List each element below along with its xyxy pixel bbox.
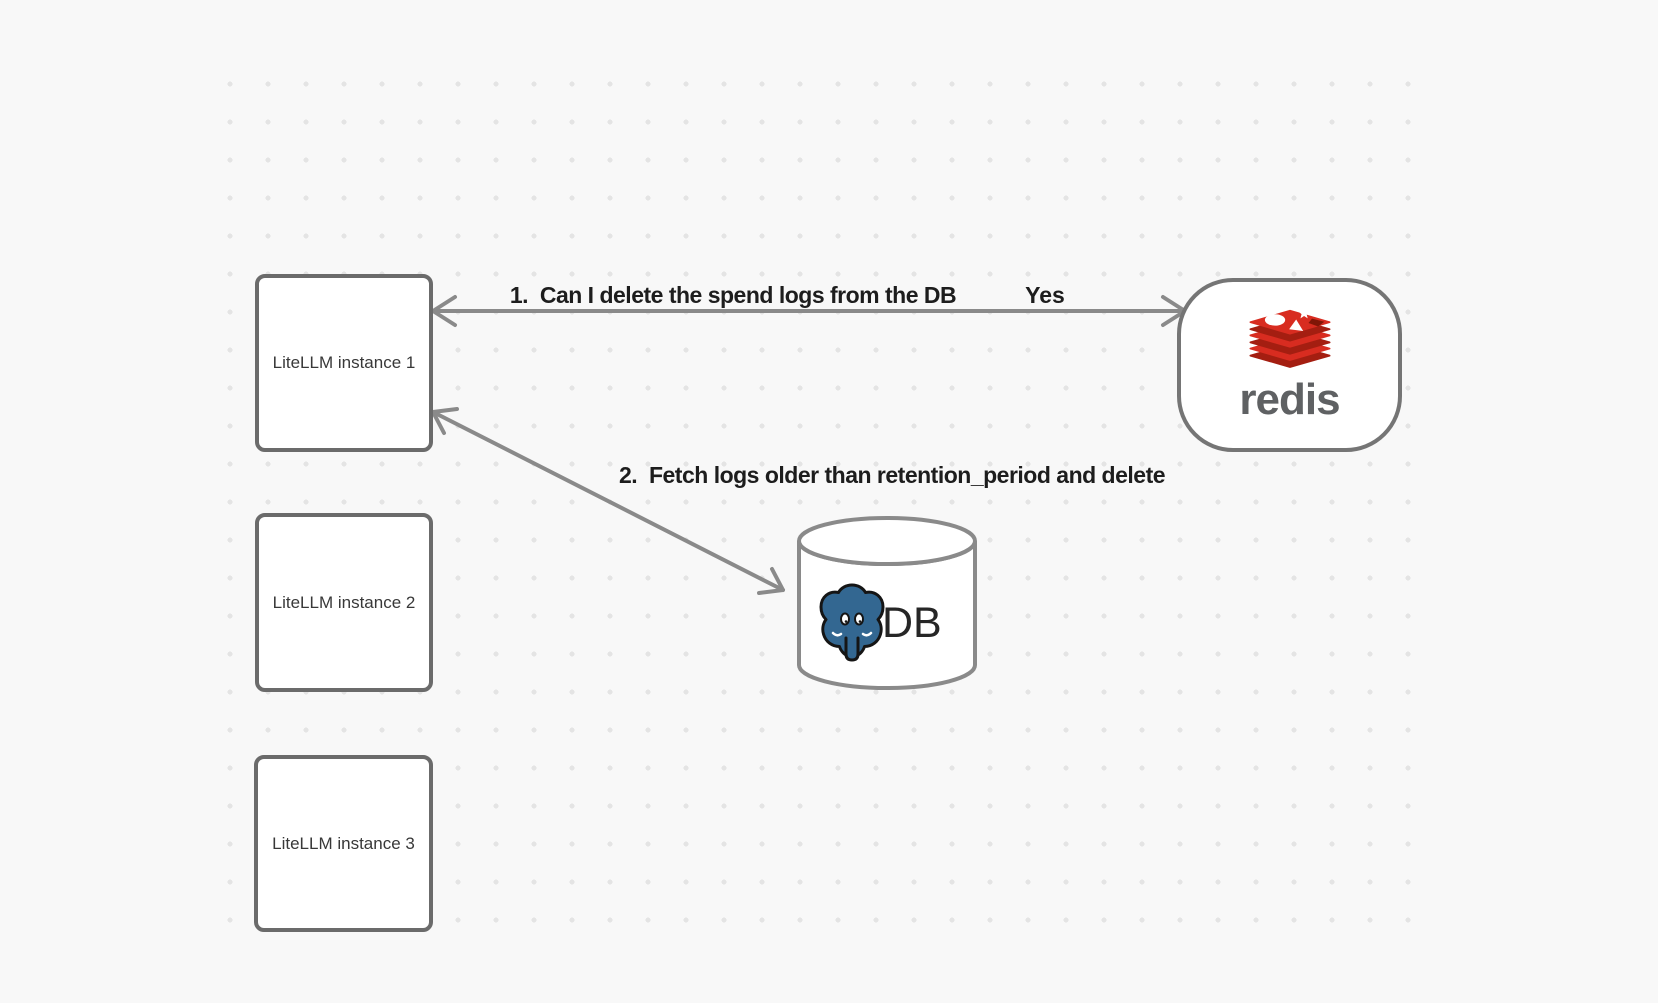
redis-stack-icon: [1249, 307, 1330, 368]
node-label: LiteLLM instance 1: [272, 353, 416, 372]
node-litellm-instance-2: LiteLLM instance 2: [255, 513, 433, 692]
edge2-label: 2. Fetch logs older than retention_perio…: [619, 462, 1166, 488]
db-node-label: DB: [882, 599, 942, 647]
postgresql-elephant-icon: [819, 583, 885, 662]
redis-wordmark: redis: [1239, 375, 1340, 424]
node-label: LiteLLM instance 2: [272, 592, 416, 612]
node-litellm-instance-3: LiteLLM instance 3: [254, 755, 433, 932]
edge1-reply-label: Yes: [1025, 282, 1065, 308]
edge1-label: 1. Can I delete the spend logs from the …: [509, 282, 957, 308]
edge2-arrow: [431, 407, 785, 595]
node-label: LiteLLM instance 3: [272, 833, 415, 853]
node-redis: redis: [1177, 278, 1402, 452]
node-litellm-instance-1: LiteLLM instance 1: [255, 274, 433, 452]
